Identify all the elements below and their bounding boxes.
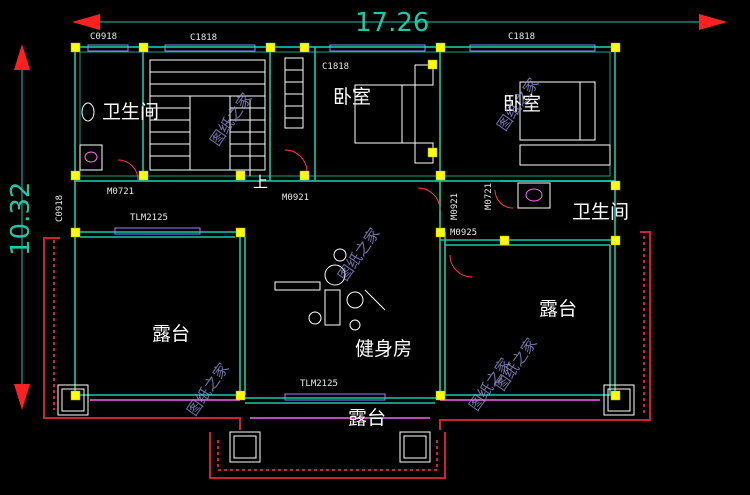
- door-code-m0721-right: M0721: [484, 182, 494, 210]
- dimension-height: [14, 44, 30, 410]
- railing-inner: [90, 399, 600, 419]
- window-code-tlm2125-top: TLM2125: [130, 213, 168, 223]
- bathroom-fixtures: [79, 102, 551, 209]
- door-code-m0921-left: M0921: [282, 193, 310, 203]
- room-label-terrace-bottom: 露台: [348, 407, 387, 429]
- door-code-m0925: M0925: [450, 228, 478, 238]
- walls: [74, 46, 616, 404]
- planters: [57, 384, 635, 463]
- door-code-m0921-right: M0921: [450, 192, 460, 220]
- window-code-c1818-b: C1818: [322, 62, 350, 72]
- room-label-gym: 健身房: [355, 338, 413, 360]
- bed-right: [519, 81, 611, 166]
- room-label-terrace-left: 露台: [152, 323, 191, 345]
- room-label-bedroom-center: 卧室: [333, 86, 372, 108]
- dimension-height-label: 10.32: [6, 181, 36, 256]
- window-code-c0918-side: C0918: [55, 194, 65, 222]
- windows: [87, 44, 596, 401]
- window-code-c1818-c: C1818: [508, 32, 536, 42]
- room-label-bathroom-right: 卫生间: [572, 201, 630, 223]
- dimension-width-label: 17.26: [355, 8, 430, 38]
- window-code-c0918: C0918: [90, 32, 118, 42]
- room-label-bedroom-right: 卧室: [503, 93, 542, 115]
- door-code-m0721-left: M0721: [107, 187, 135, 197]
- doors: [117, 149, 514, 278]
- closet: [284, 57, 304, 129]
- bed-center: [354, 64, 434, 164]
- columns: [70, 42, 621, 401]
- room-label-terrace-right: 露台: [539, 298, 578, 320]
- terrace-railing: [43, 231, 651, 479]
- room-label-bathroom-left: 卫生间: [102, 101, 160, 123]
- window-code-c1818-a: C1818: [190, 33, 218, 43]
- stair-up-label: 上: [253, 173, 269, 191]
- gym-equipment: [274, 248, 386, 331]
- dimension-width: [72, 14, 727, 30]
- window-code-tlm2125-bottom: TLM2125: [300, 379, 338, 389]
- stairs: [149, 59, 266, 176]
